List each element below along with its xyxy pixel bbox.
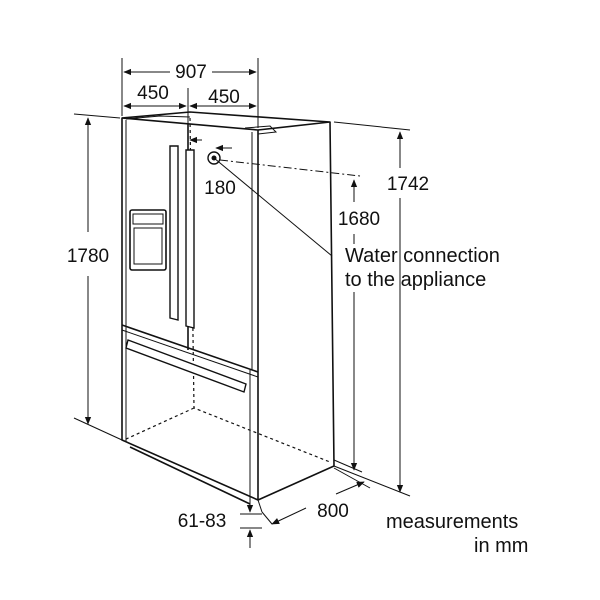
drawer-top [121, 324, 259, 373]
dim-1680-label: 1680 [338, 209, 380, 230]
dim-907-label: 907 [175, 62, 207, 83]
plinth [129, 446, 251, 505]
hidden-back-outline [189, 117, 331, 463]
dim-61-83-label: 61-83 [178, 511, 227, 532]
water-connection-label-line2: to the appliance [345, 269, 486, 291]
dim-right-450-label: 450 [208, 87, 240, 108]
dim-offset-180 [189, 136, 232, 152]
water-connection-point [207, 151, 361, 257]
right-door-handle [185, 149, 195, 329]
water-connection-label-line1: Water connection [345, 245, 500, 267]
units-label-line1: measurements [386, 511, 518, 533]
door-handles [125, 145, 247, 393]
dim-800-label: 800 [317, 501, 349, 522]
side-face [257, 121, 335, 501]
water-leader-line [213, 157, 333, 257]
dim-width-907 [121, 58, 259, 128]
dim-180-label: 180 [204, 178, 236, 199]
water-dispenser [129, 209, 167, 271]
fridge-body [121, 111, 335, 513]
dim-height-1742 [333, 121, 411, 497]
dim-height-1780 [73, 113, 123, 441]
dim-foot-61-83 [240, 496, 262, 548]
dim-1780-label: 1780 [67, 246, 109, 267]
left-door-handle [169, 145, 179, 321]
dim-depth-800 [261, 467, 371, 525]
dim-halves-450 [123, 88, 257, 124]
dim-height-1680 [333, 179, 363, 473]
dim-left-450-label: 450 [137, 83, 169, 104]
top-face [121, 111, 331, 131]
drawer-handle [125, 339, 247, 393]
dim-1742-label: 1742 [387, 174, 429, 195]
connection-centerline [219, 159, 361, 177]
units-label-line2: in mm [474, 535, 528, 557]
